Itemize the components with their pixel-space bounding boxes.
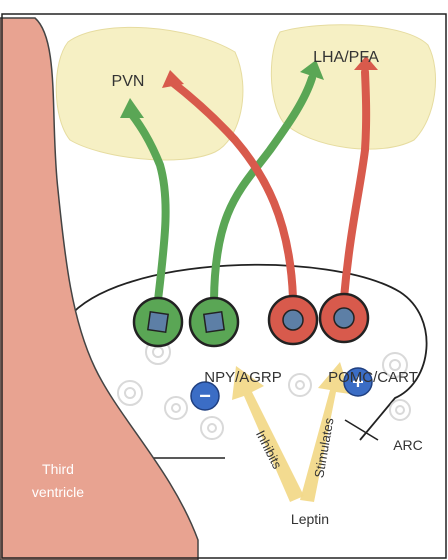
leptin-label: Leptin xyxy=(291,511,329,527)
third-ventricle-label-line2: ventricle xyxy=(32,484,84,500)
npy-agrp-label: NPY/AGRP xyxy=(204,369,282,386)
lha-pfa-label: LHA/PFA xyxy=(313,49,379,66)
pvn-label: PVN xyxy=(112,73,145,90)
third-ventricle-label-line1: Third xyxy=(42,461,74,477)
inhibit-symbol: − xyxy=(199,385,211,407)
pomc-neuron-2 xyxy=(320,294,368,342)
inhibit-badge: − xyxy=(191,382,219,410)
lha-pfa-nucleus xyxy=(271,25,435,149)
arc-label: ARC xyxy=(393,437,423,453)
pomc-neuron-1 xyxy=(269,296,317,344)
npy-neuron-1 xyxy=(134,298,182,346)
npy-neuron-2 xyxy=(190,298,238,346)
pomc-cart-label: POMC/CART xyxy=(328,369,418,386)
